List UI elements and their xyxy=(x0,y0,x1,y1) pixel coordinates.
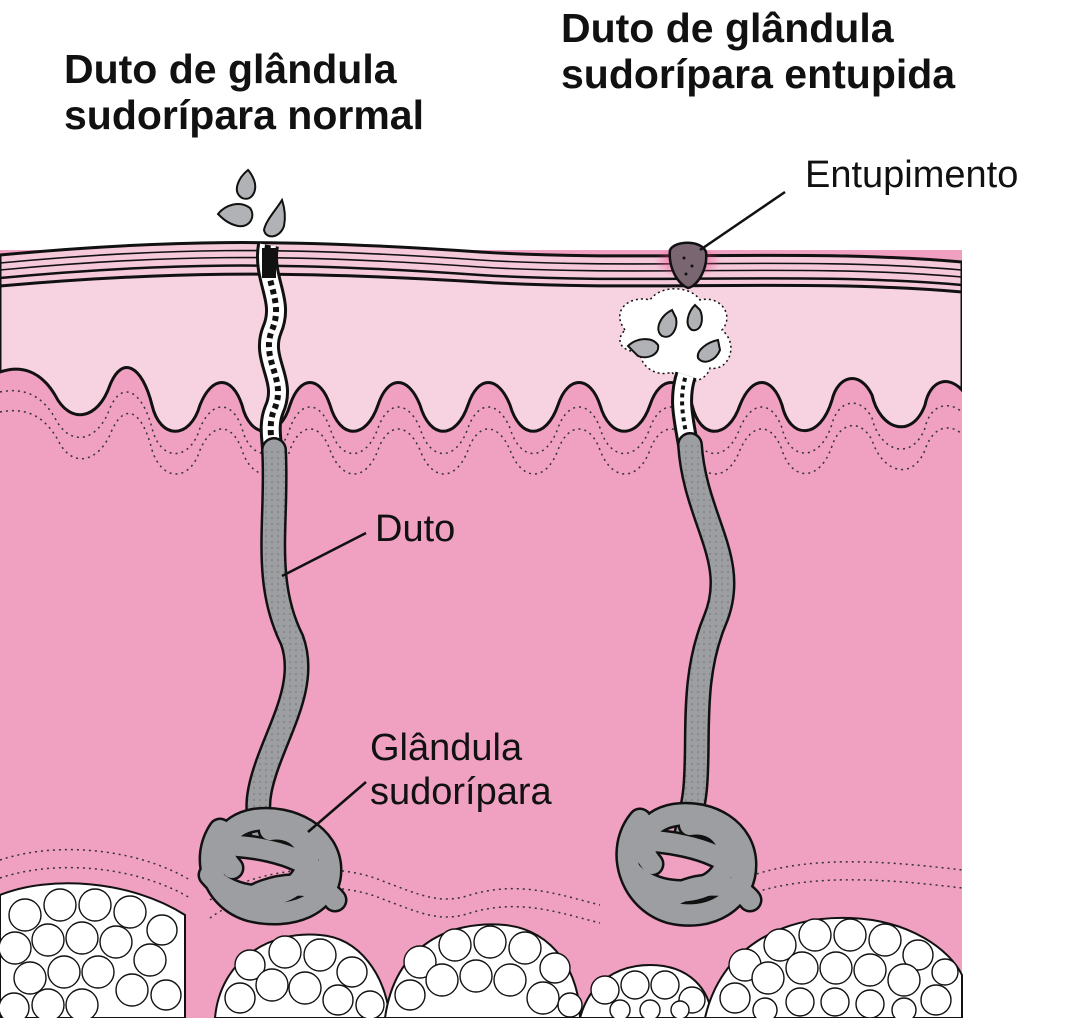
title-normal-line-2: sudorípara normal xyxy=(64,92,424,138)
sweat-droplets-trapped xyxy=(626,303,722,363)
leader-lines xyxy=(281,190,786,833)
title-blocked: Duto de glândula sudorípara entupida xyxy=(561,5,955,97)
normal-duct xyxy=(245,437,310,853)
label-blockage: Entupimento xyxy=(805,154,1019,196)
title-normal-line-1: Duto de glândula xyxy=(64,46,397,92)
epidermis xyxy=(0,251,962,433)
label-gland-line-1: Glândula xyxy=(370,727,523,769)
blocked-gland-coil xyxy=(615,801,763,927)
label-gland-line-2: sudorípara xyxy=(370,771,552,813)
leader-line-gland xyxy=(307,781,367,833)
label-duct: Duto xyxy=(375,508,456,550)
sweat-droplets-normal xyxy=(216,168,286,238)
blockage-plug xyxy=(654,241,722,290)
dermal-contour-2 xyxy=(0,409,962,475)
fat-cells xyxy=(0,888,959,1023)
title-blocked-line-1: Duto de glândula xyxy=(561,5,894,51)
normal-duct-epidermis xyxy=(256,243,289,451)
leader-line-blockage xyxy=(699,190,786,252)
leader-line-duct xyxy=(281,531,367,578)
normal-gland-coil xyxy=(197,806,348,926)
label-gland: Glândula sudorípara xyxy=(370,726,552,814)
title-blocked-line-2: sudorípara entupida xyxy=(561,51,956,97)
title-normal: Duto de glândula sudorípara normal xyxy=(64,46,424,138)
